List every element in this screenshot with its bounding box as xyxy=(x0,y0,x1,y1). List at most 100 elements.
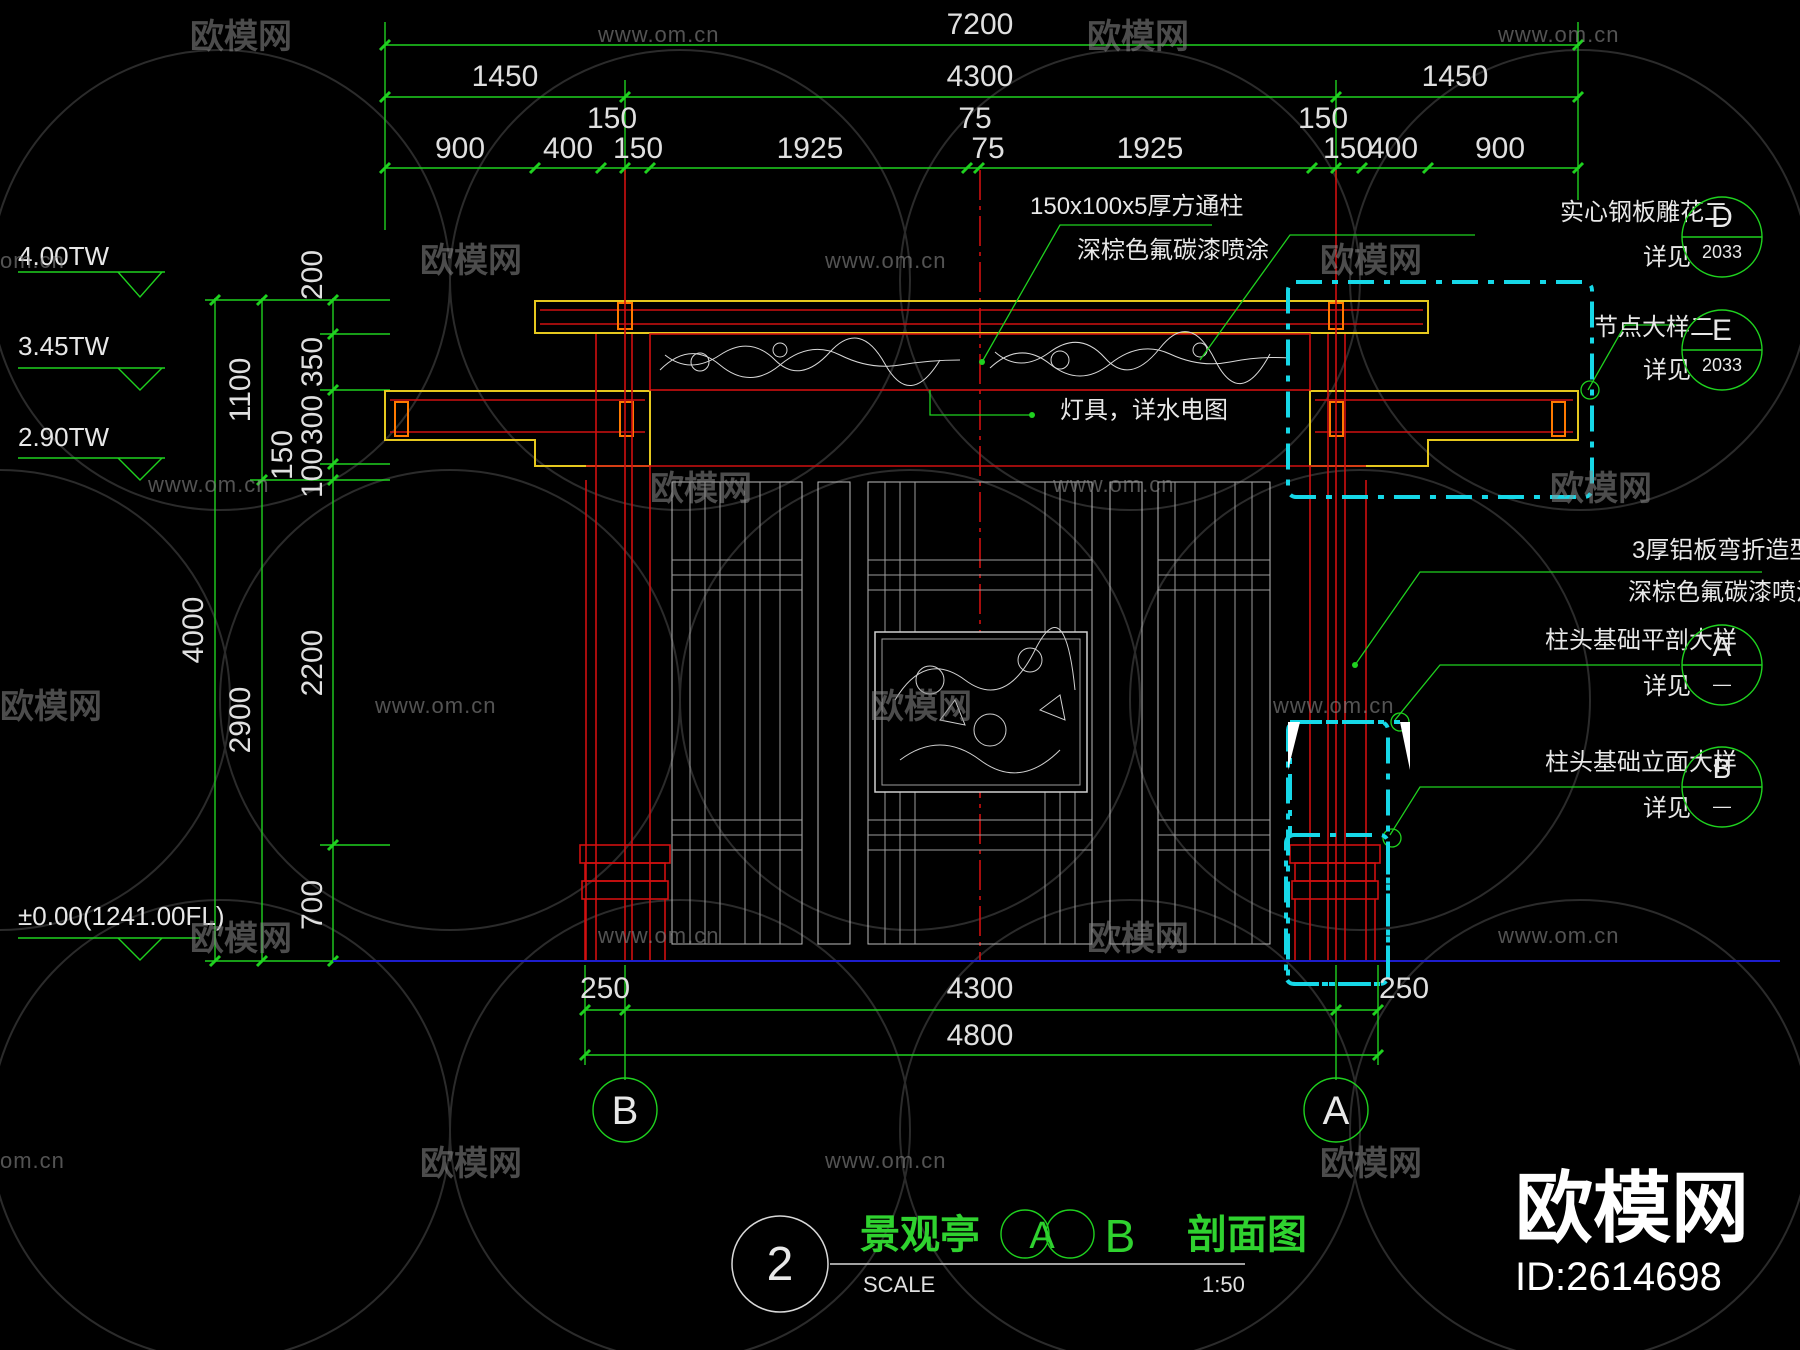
screen-lattice xyxy=(672,482,1270,944)
watermark-url-short: om.cn xyxy=(0,248,65,273)
dim-seg-1: 900 xyxy=(435,132,485,165)
dim-col-left: 150 xyxy=(587,102,637,135)
level-markers xyxy=(18,271,200,961)
watermark-brand: 欧模网 xyxy=(420,1145,522,1183)
left-dimension-lines xyxy=(205,293,390,968)
watermark-url: www.om.cn xyxy=(824,1148,946,1173)
dim-left-4000: 4000 xyxy=(177,597,210,664)
callout-a-ref: — xyxy=(1713,674,1731,694)
note-column-spec: 150x100x5厚方通柱 xyxy=(1030,193,1243,220)
dim-left-350: 350 xyxy=(296,337,329,387)
dim-left-1100: 1100 xyxy=(224,358,257,423)
dim-seg-6: 1925 xyxy=(1117,132,1184,165)
watermark-brand: 欧模网 xyxy=(0,688,102,726)
pavilion-structure xyxy=(333,170,1780,962)
level-4-00: 4.00TW xyxy=(18,241,109,271)
watermark-circles xyxy=(0,49,1800,1350)
watermark-layer: 欧模网 欧模网 欧模网 欧模网 欧模网 欧模网 欧模网 欧模网 欧模网 欧模网 … xyxy=(0,18,1652,1183)
watermark-brand: 欧模网 xyxy=(870,688,972,726)
dim-bottom-center: 4300 xyxy=(947,972,1014,1005)
dim-left-2900: 2900 xyxy=(224,687,257,754)
level-2-90: 2.90TW xyxy=(18,422,109,452)
callout-d-ref: 2033 xyxy=(1702,242,1742,262)
note-column-finish: 深棕色氟碳漆喷涂 xyxy=(1077,237,1269,264)
note-alum-finish: 深棕色氟碳漆喷涂 xyxy=(1628,579,1800,606)
dim-seg-8: 400 xyxy=(1368,132,1418,165)
axis-label-b: B xyxy=(612,1089,639,1133)
bottom-dimension-lines xyxy=(578,965,1385,1143)
watermark-url: www.om.cn xyxy=(374,693,496,718)
note-steel-plate: 实心钢板雕花二 xyxy=(1560,199,1728,226)
dim-left-2200: 2200 xyxy=(296,630,329,697)
dim-seg-4: 1925 xyxy=(777,132,844,165)
dim-seg-3: 150 xyxy=(613,132,663,165)
callout-d-letter: D xyxy=(1711,201,1733,234)
dim-top-left: 1450 xyxy=(472,60,539,93)
top-dimension-lines xyxy=(378,22,1585,230)
detail-boxes xyxy=(1284,280,1594,986)
watermark-brand: 欧模网 xyxy=(420,242,522,280)
watermark-brand: 欧模网 xyxy=(190,18,292,56)
title-block xyxy=(731,1209,1245,1313)
dim-left-200: 200 xyxy=(296,250,329,300)
title-axis-b: B xyxy=(1105,1210,1136,1262)
axis-label-a: A xyxy=(1323,1089,1350,1133)
callout-e-letter: E xyxy=(1712,314,1732,347)
dim-top-center: 4300 xyxy=(947,60,1014,93)
callout-b-ref: — xyxy=(1713,796,1731,816)
watermark-url: www.om.cn xyxy=(1272,693,1394,718)
note-lighting: 灯具，详水电图 xyxy=(1060,397,1228,424)
callout-b-letter: B xyxy=(1713,753,1732,784)
dim-col-right: 150 xyxy=(1298,102,1348,135)
dim-left-100: 100 xyxy=(296,448,329,498)
watermark-id: ID:2614698 xyxy=(1515,1255,1722,1299)
detail-callout-circles xyxy=(1681,196,1763,828)
note-see-a: 详见 xyxy=(1643,673,1691,700)
dim-top-right: 1450 xyxy=(1422,60,1489,93)
title-number: 2 xyxy=(767,1238,794,1291)
dim-left-700: 700 xyxy=(296,880,329,930)
note-alum-plate: 3厚铝板弯折造型 xyxy=(1632,537,1800,564)
watermark-url: www.om.cn xyxy=(1497,923,1619,948)
dim-seg-9: 900 xyxy=(1475,132,1525,165)
scale-value: 1:50 xyxy=(1202,1272,1245,1297)
scale-label: SCALE xyxy=(863,1272,935,1297)
watermark-brand: 欧模网 xyxy=(1087,18,1189,56)
callout-e-ref: 2033 xyxy=(1702,355,1742,375)
watermark-brand: 欧模网 xyxy=(650,470,752,508)
carved-panel xyxy=(874,631,1088,793)
dim-bottom-overall: 4800 xyxy=(947,1019,1014,1052)
annotation-leaders xyxy=(929,224,1762,848)
dim-seg-7: 150 xyxy=(1323,132,1373,165)
dim-overall-width: 7200 xyxy=(947,8,1014,41)
dim-left-150: 150 xyxy=(266,430,299,480)
watermark-brand: 欧模网 xyxy=(190,920,292,958)
watermark-brand: 欧模网 xyxy=(1087,920,1189,958)
note-base-plan: 柱头基础平剖大样 xyxy=(1545,627,1737,654)
watermark-url: www.om.cn xyxy=(597,22,719,47)
dim-seg-5: 75 xyxy=(971,132,1004,165)
watermark-url: www.om.cn xyxy=(1052,472,1174,497)
watermark-url: www.om.cn xyxy=(1497,22,1619,47)
watermark-brand: 欧模网 xyxy=(1320,242,1422,280)
dim-left-300: 300 xyxy=(296,395,329,445)
dim-bottom-right: 250 xyxy=(1379,972,1429,1005)
level-3-45: 3.45TW xyxy=(18,331,109,361)
title-axis-a: A xyxy=(1029,1215,1055,1257)
dim-center-joint: 75 xyxy=(958,102,991,135)
watermark-url-short: om.cn xyxy=(0,1148,65,1173)
note-base-elev: 柱头基础立面大样 xyxy=(1545,749,1737,776)
watermark-url: www.om.cn xyxy=(824,248,946,273)
watermark-big-brand: 欧模网 xyxy=(1515,1164,1749,1252)
callout-a-letter: A xyxy=(1713,631,1732,662)
watermark-url: www.om.cn xyxy=(147,472,269,497)
dim-seg-2: 400 xyxy=(543,132,593,165)
watermark-url: www.om.cn xyxy=(597,923,719,948)
watermark-brand: 欧模网 xyxy=(1320,1145,1422,1183)
title-suffix: 剖面图 xyxy=(1187,1213,1307,1257)
note-node-detail: 节点大样二 xyxy=(1594,314,1714,341)
level-ground: ±0.00(1241.00FL) xyxy=(18,901,225,931)
watermark-brand: 欧模网 xyxy=(1550,470,1652,508)
dim-bottom-left: 250 xyxy=(580,972,630,1005)
